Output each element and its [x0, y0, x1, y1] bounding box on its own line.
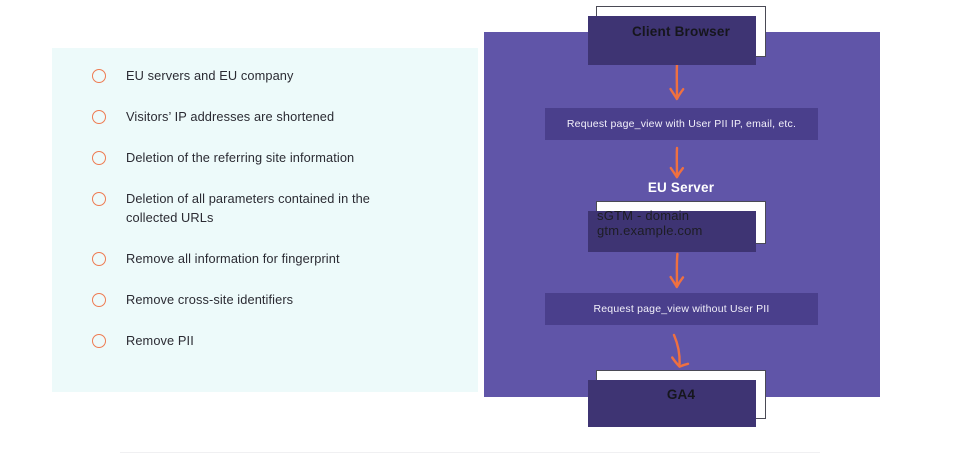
circle-outline-icon [92, 110, 106, 124]
bottom-divider [120, 452, 820, 453]
checklist-item-label: Remove all information for fingerprint [126, 251, 340, 266]
ga4-label: GA4 [666, 387, 696, 402]
sgtm-node: sGTM - domain gtm.example.com [588, 201, 766, 252]
checklist-item-label: EU servers and EU company [126, 68, 294, 83]
request-without-pii-label: Request page_view without User PII [593, 303, 770, 315]
eu-server-heading: EU Server [647, 180, 715, 195]
arrow-down-icon [664, 62, 690, 107]
circle-outline-icon [92, 293, 106, 307]
request-with-pii-label: Request page_view with User PII IP, emai… [566, 118, 797, 130]
checklist-item-label: Remove PII [126, 333, 194, 348]
circle-outline-icon [92, 252, 106, 266]
checklist-item-label: Remove cross-site identifiers [126, 292, 294, 307]
request-with-pii-band: Request page_view with User PII IP, emai… [545, 108, 818, 140]
request-without-pii-band: Request page_view without User PII [545, 293, 818, 325]
list-item: Deletion of all parameters contained in … [92, 189, 448, 227]
circle-outline-icon [92, 151, 106, 165]
circle-outline-icon [92, 192, 106, 206]
ga4-node: GA4 [588, 370, 766, 427]
privacy-checklist: EU servers and EU company Visitors’ IP a… [92, 66, 448, 350]
client-browser-node: Client Browser [588, 6, 766, 65]
list-item: Remove PII [92, 331, 448, 350]
list-item: Visitors’ IP addresses are shortened [92, 107, 448, 126]
list-item: Remove cross-site identifiers [92, 290, 448, 309]
privacy-checklist-panel: EU servers and EU company Visitors’ IP a… [52, 48, 478, 392]
client-browser-label: Client Browser [631, 24, 731, 39]
checklist-item-label: Deletion of the referring site informati… [126, 150, 355, 165]
list-item: Deletion of the referring site informati… [92, 148, 448, 167]
list-item: EU servers and EU company [92, 66, 448, 85]
circle-outline-icon [92, 334, 106, 348]
arrow-down-icon [664, 252, 690, 295]
list-item: Remove all information for fingerprint [92, 249, 448, 268]
circle-outline-icon [92, 69, 106, 83]
arrow-down-icon [664, 146, 690, 185]
arrow-down-curved-icon [662, 333, 692, 378]
checklist-item-label: Deletion of all parameters contained in … [126, 191, 371, 225]
checklist-item-label: Visitors’ IP addresses are shortened [126, 109, 335, 124]
sgtm-label: sGTM - domain gtm.example.com [597, 207, 703, 238]
